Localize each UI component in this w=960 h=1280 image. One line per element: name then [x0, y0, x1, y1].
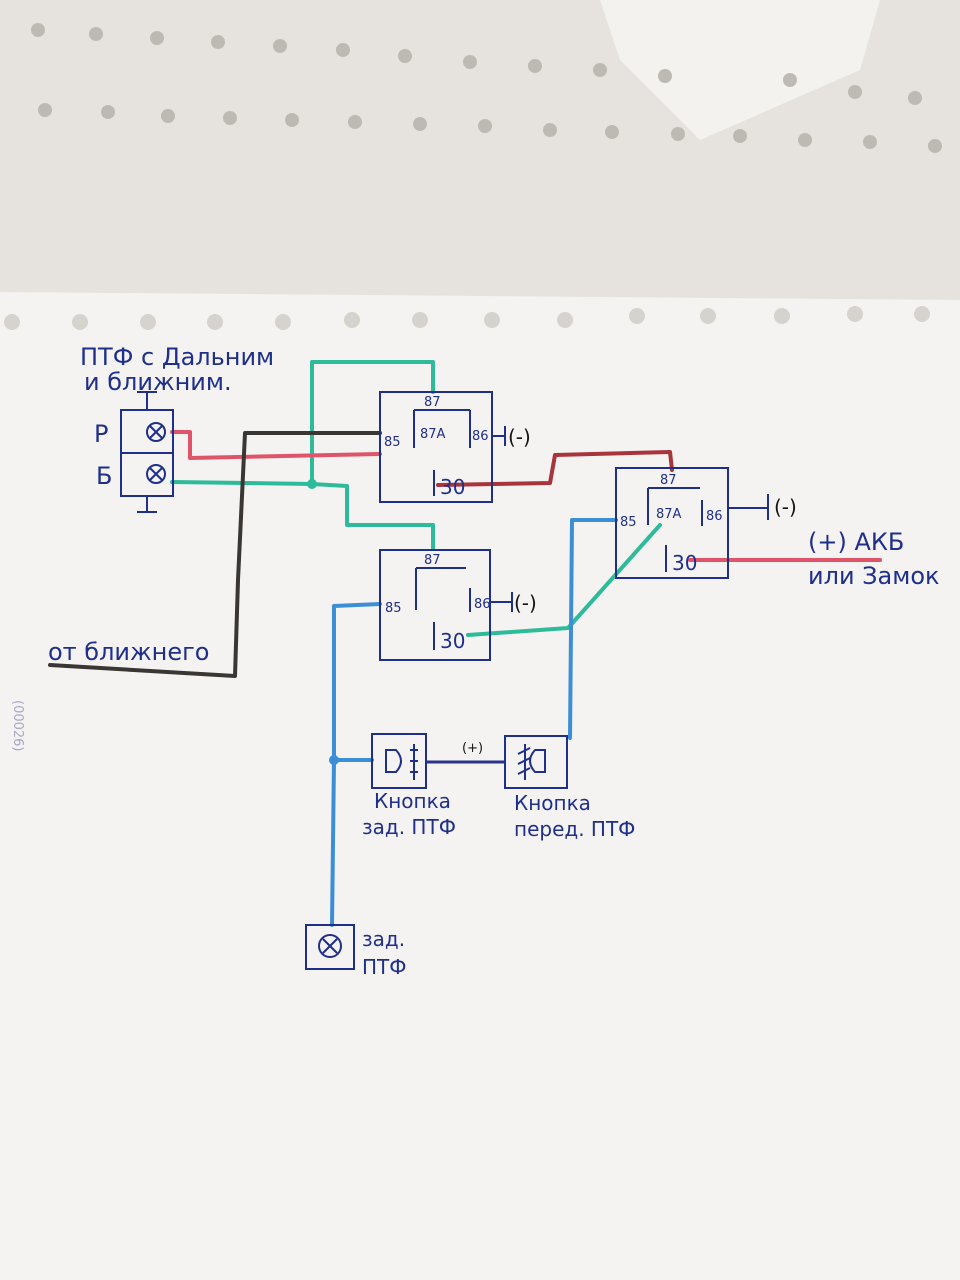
red-wires [170, 430, 882, 562]
upper-sheet-holes [31, 23, 942, 153]
fog-lamp-icon [385, 749, 402, 773]
paper-corner [600, 0, 880, 140]
from-low-beam-label: от ближнего [48, 638, 209, 666]
relay-1-body [379, 391, 493, 503]
relay-3 [615, 467, 769, 579]
margin-stamp: (00026) [10, 700, 25, 752]
blue-wires [330, 518, 618, 927]
black-wire-from-low-beam [48, 431, 382, 678]
rear-fog-lamp-body [305, 924, 355, 970]
rear-fog-button [371, 733, 427, 789]
relay-1-ground: (-) [508, 425, 531, 449]
rear-button-label-line2: зад. ПТФ [362, 815, 456, 839]
fog-lamp-icon [529, 749, 546, 773]
main-sheet-holes [4, 306, 930, 330]
blue-wire-relay2-85-to-rear-lamp [330, 602, 382, 927]
lamp-label-p: Р [94, 420, 108, 448]
relay-1-pin-87: 87 [424, 395, 441, 410]
green-wire-lamp-to-relay2-87 [170, 480, 435, 550]
relay-2-body [379, 549, 491, 661]
front-button-label-line2: перед. ПТФ [514, 817, 635, 841]
relay-2-pin-87: 87 [424, 553, 441, 568]
lamp-symbol-icon [146, 422, 166, 442]
relay-2-pin-85: 85 [385, 601, 402, 616]
relay-3-pin-85: 85 [620, 515, 637, 530]
red-wire-lamp-p-to-relay1 [170, 430, 382, 460]
relay-2-pin-86: 86 [474, 597, 491, 612]
rear-button-label-line1: Кнопка [374, 789, 451, 813]
battery-label-line2: или Замок [808, 562, 940, 590]
relay-1 [379, 391, 506, 503]
green-wire-relay2-30-to-relay3-87a [466, 523, 662, 637]
rear-fog-lamp [305, 924, 355, 970]
rear-lamp-label-line1: зад. [362, 927, 405, 951]
darkred-wire-relay1-30-to-relay3-87 [436, 450, 674, 487]
blue-wire-relay3-85-to-front-button [568, 518, 618, 740]
relay-2-pin-30: 30 [440, 629, 465, 653]
front-button-label-line1: Кнопка [514, 791, 591, 815]
front-fog-button [504, 735, 568, 789]
front-fog-lamp [120, 391, 174, 513]
top-label-line2: и ближним. [84, 368, 232, 396]
lamp-label-b: Б [96, 462, 112, 490]
relay-1-pin-85: 85 [384, 435, 401, 450]
relay-1-pin-86: 86 [472, 429, 489, 444]
relay-1-pin-30: 30 [440, 475, 465, 499]
lamp-symbol-icon [146, 464, 166, 484]
relay-2 [379, 549, 513, 661]
green-wire-to-relay1-87 [310, 360, 435, 486]
relay-3-pin-87: 87 [660, 473, 677, 488]
green-wires [170, 360, 662, 637]
top-label-line1: ПТФ с Дальним [80, 343, 274, 371]
button-plus-label: (+) [462, 741, 483, 756]
relay-1-pin-87a: 87А [420, 427, 446, 442]
green-junction-dot [307, 479, 317, 489]
relay-3-body [615, 467, 729, 579]
relay-3-pin-30: 30 [672, 551, 697, 575]
battery-label-line1: (+) АКБ [808, 528, 904, 556]
rear-lamp-label-line2: ПТФ [362, 955, 406, 979]
front-fog-button-body [504, 735, 568, 789]
relay-3-pin-86: 86 [706, 509, 723, 524]
relay-3-ground: (-) [774, 495, 797, 519]
relay-3-pin-87a: 87А [656, 507, 682, 522]
lamp-symbol-icon [318, 934, 342, 958]
rear-fog-button-body [371, 733, 427, 789]
blue-junction-dot [329, 755, 339, 765]
relay-2-ground: (-) [514, 591, 537, 615]
